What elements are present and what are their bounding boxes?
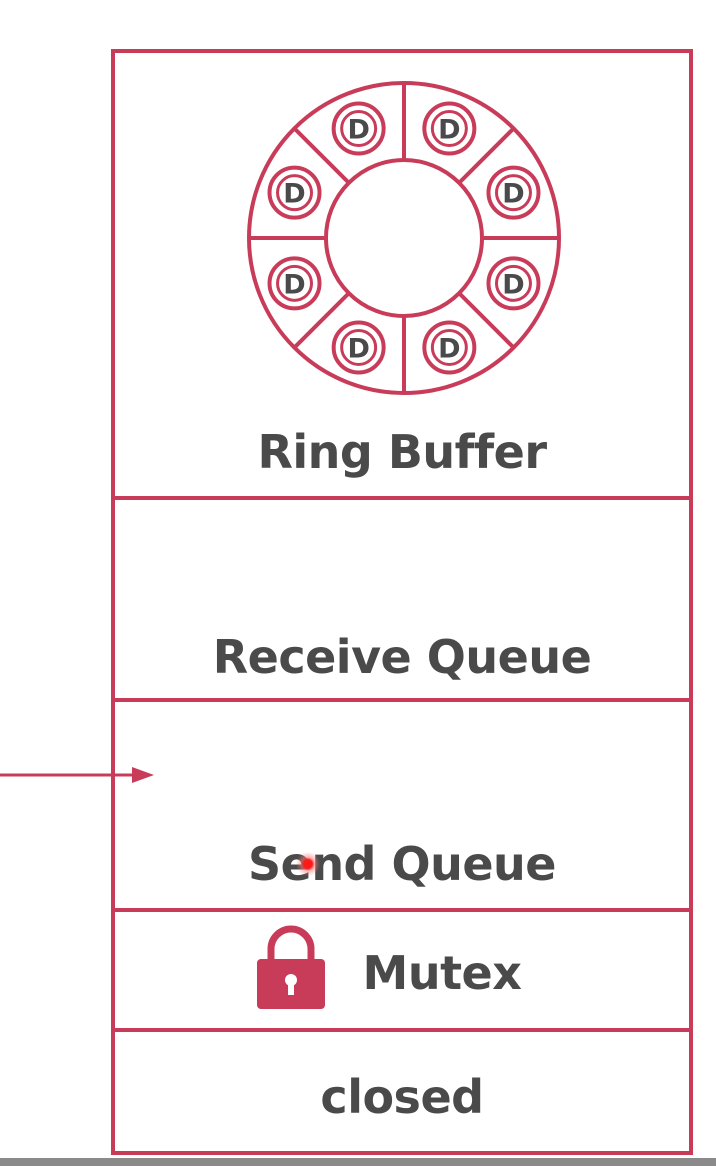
scrollbar-track bbox=[0, 1158, 716, 1166]
receive-queue-label: Receive Queue bbox=[212, 630, 592, 684]
divider bbox=[115, 496, 689, 500]
arrow-icon bbox=[0, 767, 154, 783]
ring-slot: D bbox=[331, 320, 386, 375]
ring-slot: D bbox=[486, 256, 541, 311]
ring-slot: D bbox=[331, 101, 386, 156]
ring-slot-letter: D bbox=[502, 179, 524, 210]
ring-spoke bbox=[457, 126, 516, 185]
ring-spoke bbox=[292, 126, 351, 185]
divider bbox=[115, 698, 689, 702]
ring-spoke bbox=[292, 291, 351, 350]
ring-inner bbox=[324, 158, 484, 318]
ring-buffer-section: D D D D D D D D Ring Buffer bbox=[115, 53, 689, 496]
ring-buffer-diagram: D D D D D D D D bbox=[247, 81, 561, 395]
ring-slot-letter: D bbox=[347, 115, 369, 146]
receive-queue-section: Receive Queue bbox=[115, 500, 689, 698]
ring-spoke bbox=[457, 291, 516, 350]
channel-struct: D D D D D D D D Ring Buffer Receive Queue Send … bbox=[111, 49, 693, 1155]
mutex-section: Mutex bbox=[115, 912, 689, 1028]
lock-icon bbox=[257, 925, 325, 1009]
divider bbox=[115, 908, 689, 912]
ring-slot-letter: D bbox=[283, 269, 305, 300]
ring-slot: D bbox=[422, 101, 477, 156]
ring-slot: D bbox=[267, 256, 322, 311]
ring-slot: D bbox=[422, 320, 477, 375]
ring-slot: D bbox=[486, 165, 541, 220]
ring-slot-letter: D bbox=[502, 269, 524, 300]
closed-label: closed bbox=[320, 1070, 484, 1124]
divider bbox=[115, 1028, 689, 1032]
ring-slot-letter: D bbox=[438, 333, 460, 364]
closed-section: closed bbox=[115, 1032, 689, 1151]
send-queue-label: Send Queue bbox=[247, 837, 557, 891]
ring-slot: D bbox=[267, 165, 322, 220]
mutex-label: Mutex bbox=[362, 946, 522, 1000]
ring-buffer-label: Ring Buffer bbox=[257, 425, 547, 479]
ring-slot-letter: D bbox=[438, 115, 460, 146]
ring-slot-letter: D bbox=[283, 179, 305, 210]
send-queue-section: Send Queue bbox=[115, 702, 689, 908]
ring-slot-letter: D bbox=[347, 333, 369, 364]
cursor-pointer bbox=[296, 852, 320, 876]
